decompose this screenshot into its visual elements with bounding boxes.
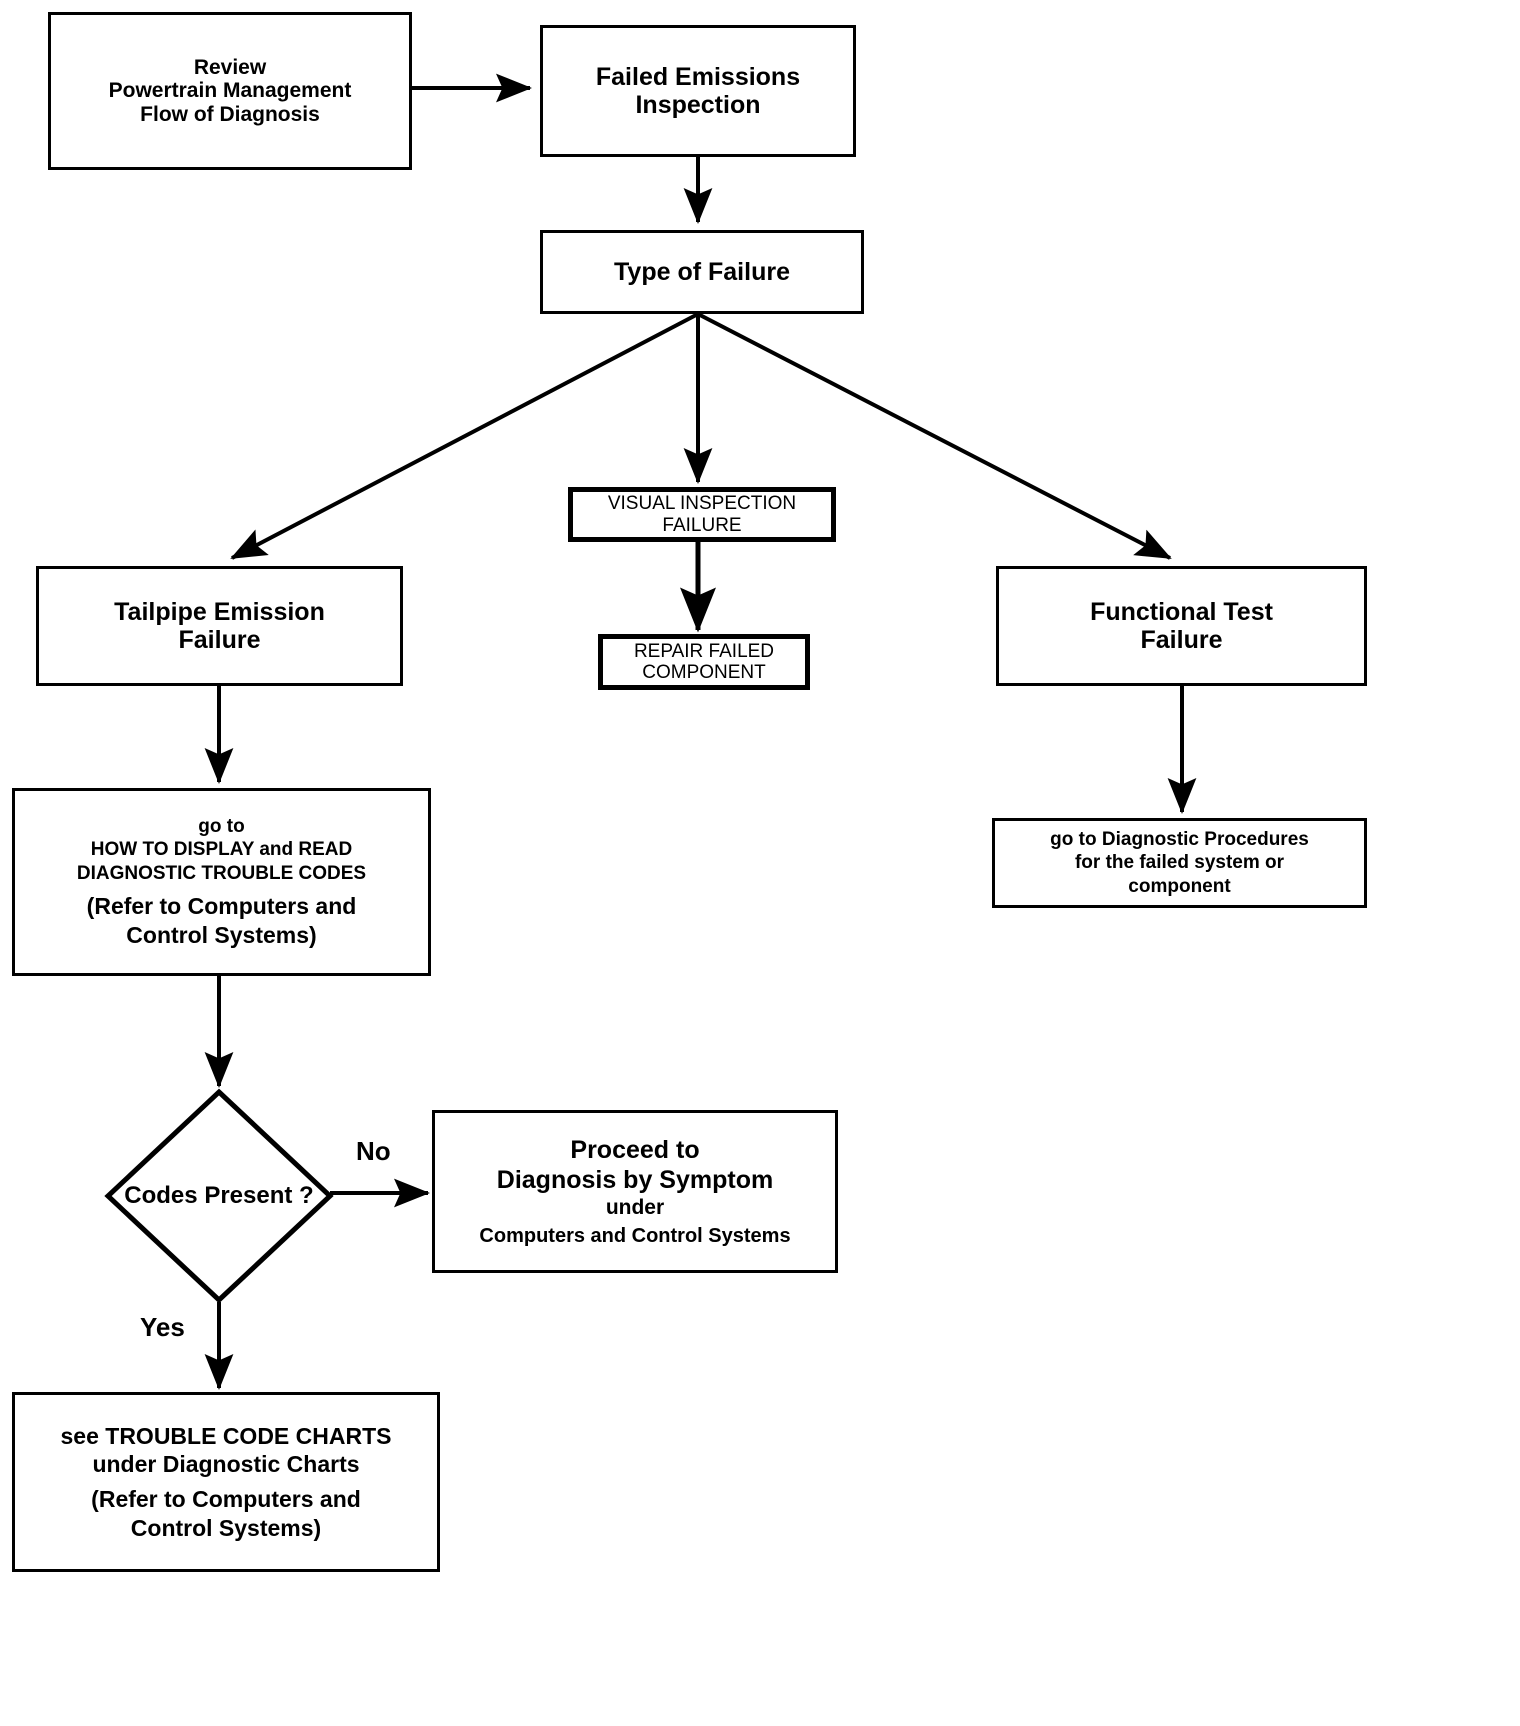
node-review-line-2: Powertrain Management	[108, 79, 352, 103]
node-type-of-failure: Type of Failure	[540, 230, 864, 314]
node-tailpipe-emission-failure: Tailpipe Emission Failure	[36, 566, 403, 686]
node-charts-line-1: see TROUBLE CODE CHARTS	[60, 1422, 392, 1449]
node-codes-present-line-1: Codes	[124, 1181, 198, 1209]
edge-label-yes: Yes	[140, 1312, 185, 1342]
node-codes-present-line-2: Present	[204, 1181, 293, 1209]
node-how-to-display-read-dtc: go to HOW TO DISPLAY and READ DIAGNOSTIC…	[12, 788, 431, 976]
edge-label-no: No	[356, 1136, 391, 1166]
node-proceed-line-3: under	[605, 1195, 665, 1219]
node-proceed-line-1: Proceed to	[570, 1135, 700, 1164]
diamond-shape	[104, 1088, 334, 1304]
node-procedures-line-2: for the failed system or	[1074, 852, 1285, 874]
node-functional-test-failure: Functional Test Failure	[996, 566, 1367, 686]
node-howto-line-1: go to	[198, 815, 245, 837]
node-failed-emissions-inspection: Failed Emissions Inspection	[540, 25, 856, 157]
node-howto-line-2: HOW TO DISPLAY and READ	[90, 839, 353, 861]
node-repair-failed-component: REPAIR FAILED COMPONENT	[598, 634, 810, 690]
node-procedures-line-1: go to Diagnostic Procedures	[1050, 829, 1309, 851]
node-functional-test-line-1: Functional Test	[1090, 598, 1273, 626]
node-proceed-line-2: Diagnosis by Symptom	[496, 1165, 774, 1194]
node-howto-line-4: (Refer to Computers and	[86, 892, 357, 919]
node-functional-test-line-2: Failure	[1140, 626, 1223, 654]
node-tailpipe-line-1: Tailpipe Emission	[114, 598, 325, 626]
node-visual-inspection-line-1: VISUAL INSPECTION	[607, 493, 797, 515]
node-repair-failed-line-1: REPAIR FAILED	[633, 640, 775, 662]
node-visual-inspection-line-2: FAILURE	[662, 514, 742, 536]
node-review-line-3: Flow of Diagnosis	[140, 102, 320, 126]
node-howto-line-3: DIAGNOSTIC TROUBLE CODES	[76, 863, 367, 885]
node-charts-line-2: under Diagnostic Charts	[92, 1451, 360, 1478]
node-type-of-failure-label: Type of Failure	[614, 258, 790, 286]
node-codes-present-line-3: ?	[299, 1181, 314, 1209]
node-failed-emissions-line-1: Failed Emissions	[595, 63, 801, 91]
node-charts-line-3: (Refer to Computers and	[91, 1486, 361, 1512]
node-diagnostic-procedures: go to Diagnostic Procedures for the fail…	[992, 818, 1367, 908]
node-procedures-line-3: component	[1128, 875, 1231, 897]
node-review: Review Powertrain Management Flow of Dia…	[48, 12, 412, 170]
node-trouble-code-charts: see TROUBLE CODE CHARTS under Diagnostic…	[12, 1392, 440, 1572]
node-repair-failed-line-2: COMPONENT	[642, 662, 766, 683]
node-tailpipe-line-2: Failure	[178, 626, 261, 654]
node-proceed-line-4: Computers and Control Systems	[479, 1225, 791, 1248]
node-codes-present-decision: Codes Present ?	[104, 1088, 334, 1304]
node-charts-line-4: Control Systems)	[130, 1514, 322, 1541]
node-visual-inspection-failure: VISUAL INSPECTION FAILURE	[568, 487, 836, 542]
node-howto-line-5: Control Systems)	[126, 921, 317, 948]
node-review-line-1: Review	[193, 55, 267, 79]
node-proceed-to-diagnosis: Proceed to Diagnosis by Symptom under Co…	[432, 1110, 838, 1273]
node-failed-emissions-line-2: Inspection	[635, 91, 761, 119]
diamond-text: Codes Present ?	[124, 1182, 313, 1211]
